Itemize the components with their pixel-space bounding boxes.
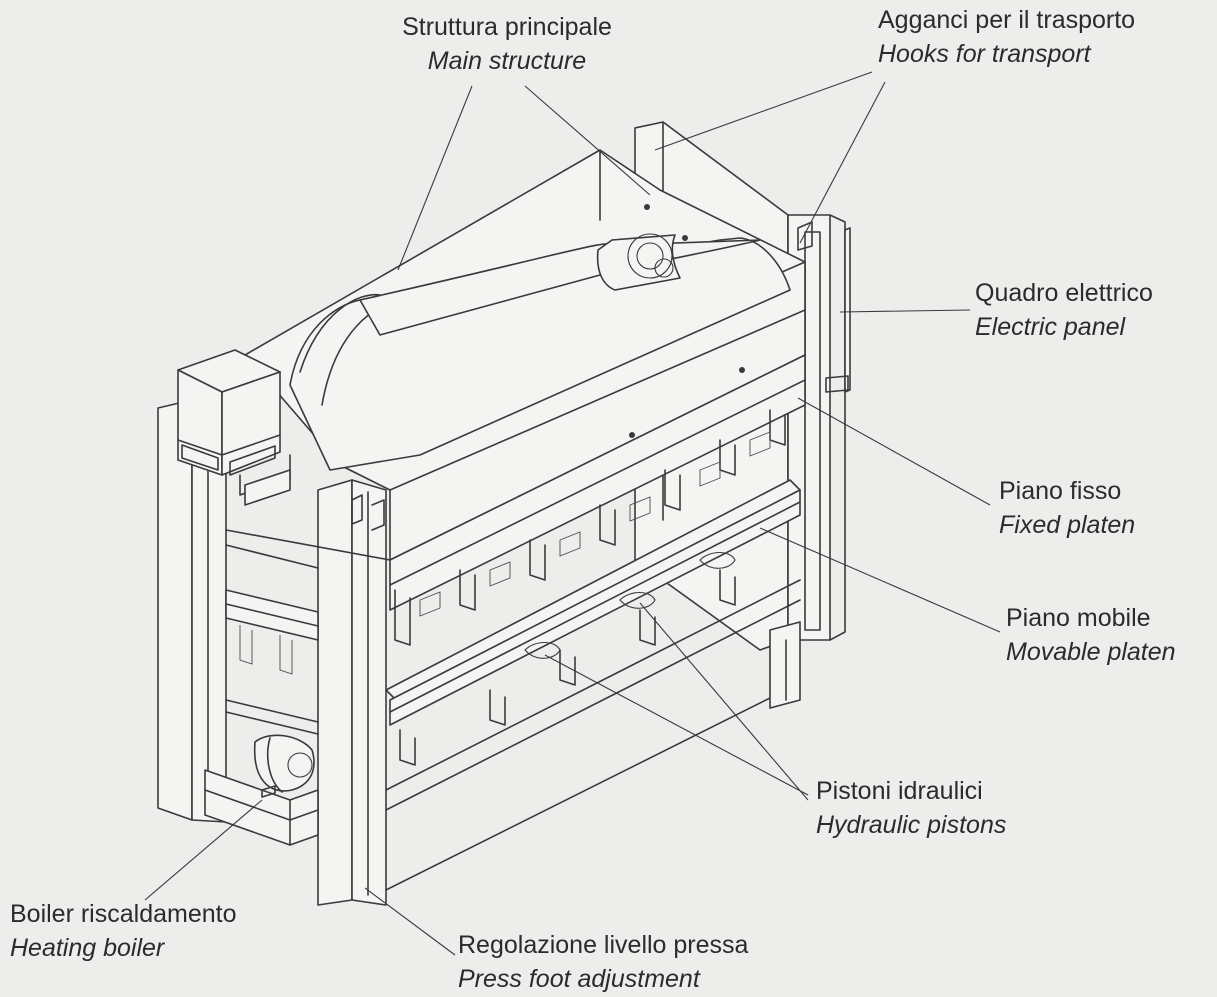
label-electric-panel-en: Electric panel — [975, 313, 1126, 341]
label-hydraulic-pistons-it: Pistoni idraulici — [816, 777, 983, 805]
label-hydraulic-pistons-en: Hydraulic pistons — [816, 811, 1007, 839]
label-main-structure-it: Struttura principale — [402, 13, 612, 41]
label-hooks-en: Hooks for transport — [878, 40, 1091, 68]
label-fixed-platen: Piano fisso Fixed platen — [999, 474, 1135, 542]
label-heating-boiler-en: Heating boiler — [10, 934, 165, 962]
label-fixed-platen-it: Piano fisso — [999, 477, 1122, 505]
movable-platen — [225, 479, 801, 766]
label-hooks: Agganci per il trasporto Hooks for trans… — [878, 3, 1135, 71]
label-electric-panel-it: Quadro elettrico — [975, 279, 1153, 307]
label-fixed-platen-en: Fixed platen — [999, 511, 1136, 539]
label-press-foot-en: Press foot adjustment — [458, 965, 700, 993]
lower-frame — [225, 579, 801, 891]
left-frame — [157, 399, 387, 906]
label-press-foot: Regolazione livello pressa Press foot ad… — [458, 928, 748, 996]
label-movable-platen-it: Piano mobile — [1006, 604, 1151, 632]
label-hydraulic-pistons: Pistoni idraulici Hydraulic pistons — [816, 774, 1006, 842]
label-heating-boiler-it: Boiler riscaldamento — [10, 900, 237, 928]
label-main-structure-en: Main structure — [427, 47, 587, 75]
label-hooks-it: Agganci per il trasporto — [878, 6, 1136, 34]
label-movable-platen-en: Movable platen — [1006, 638, 1176, 666]
electric-panel-box — [825, 227, 851, 393]
boiler-chimney — [177, 349, 291, 506]
label-movable-platen: Piano mobile Movable platen — [1006, 601, 1176, 669]
main-structure — [244, 149, 806, 561]
label-press-foot-it: Regolazione livello pressa — [458, 931, 749, 959]
heating-boiler — [204, 734, 319, 846]
label-main-structure: Struttura principale Main structure — [382, 10, 632, 78]
label-electric-panel: Quadro elettrico Electric panel — [975, 276, 1153, 344]
leader-lines — [144, 71, 1001, 956]
fixed-platen — [225, 354, 806, 646]
label-heating-boiler: Boiler riscaldamento Heating boiler — [10, 897, 237, 965]
